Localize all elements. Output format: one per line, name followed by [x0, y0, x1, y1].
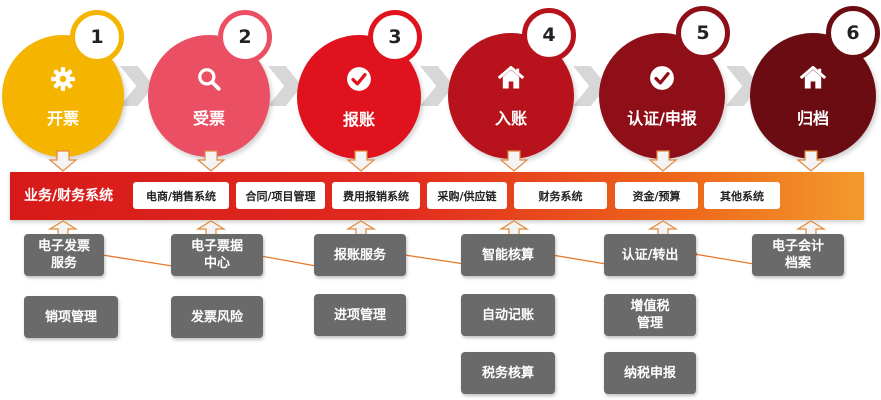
step-number-badge: 6	[826, 6, 880, 60]
system-tag: 采购/供应链	[427, 182, 507, 209]
bar-title: 业务/财务系统	[24, 188, 114, 204]
service-box: 智能核算	[461, 234, 555, 276]
home-icon	[799, 65, 827, 88]
service-box: 电子发票 服务	[24, 234, 104, 276]
step-label: 开票	[46, 108, 79, 128]
down-arrow-icon	[48, 150, 78, 172]
system-tag: 资金/预算	[615, 182, 698, 209]
step-number-badge: 5	[676, 6, 730, 60]
step-number-badge: 4	[522, 8, 576, 62]
check-icon	[650, 65, 674, 90]
service-box: 进项管理	[314, 294, 406, 336]
step-circle-1: 开票	[2, 35, 124, 157]
service-box: 发票风险	[171, 296, 263, 338]
system-tag: 电商/销售系统	[133, 182, 229, 209]
system-bar: 业务/财务系统 电商/销售系统 合同/项目管理 费用报销系统 采购/供应链 财务…	[10, 172, 864, 220]
system-tag: 其他系统	[704, 182, 780, 209]
service-box: 电子票据 中心	[171, 234, 263, 276]
gear-icon	[51, 66, 75, 91]
search-icon	[198, 67, 221, 91]
step-label: 报账	[342, 109, 375, 129]
home-icon	[497, 65, 525, 88]
step-label: 认证/申报	[627, 108, 697, 128]
step-label: 受票	[192, 108, 225, 128]
step-label: 入账	[494, 108, 527, 128]
system-tag: 合同/项目管理	[236, 182, 325, 209]
service-box: 纳税申报	[604, 352, 696, 394]
system-tag: 费用报销系统	[332, 182, 420, 209]
service-box: 认证/转出	[604, 234, 696, 276]
system-tag: 财务系统	[514, 182, 607, 209]
service-box: 报账服务	[314, 234, 406, 276]
down-arrow-icon	[648, 150, 678, 172]
service-box: 电子会计 档案	[752, 234, 844, 276]
check-icon	[347, 67, 371, 91]
step-number-badge: 2	[218, 10, 272, 64]
down-arrow-icon	[346, 150, 376, 172]
step-number-badge: 3	[368, 10, 422, 64]
down-arrow-icon	[196, 150, 226, 172]
down-arrow-icon	[796, 150, 826, 172]
service-box: 自动记账	[461, 294, 555, 336]
service-box: 税务核算	[461, 352, 555, 394]
step-number-badge: 1	[70, 10, 124, 64]
service-box: 销项管理	[24, 296, 118, 338]
service-box: 增值税 管理	[604, 294, 696, 336]
step-label: 归档	[796, 108, 829, 128]
down-arrow-icon	[499, 150, 529, 172]
